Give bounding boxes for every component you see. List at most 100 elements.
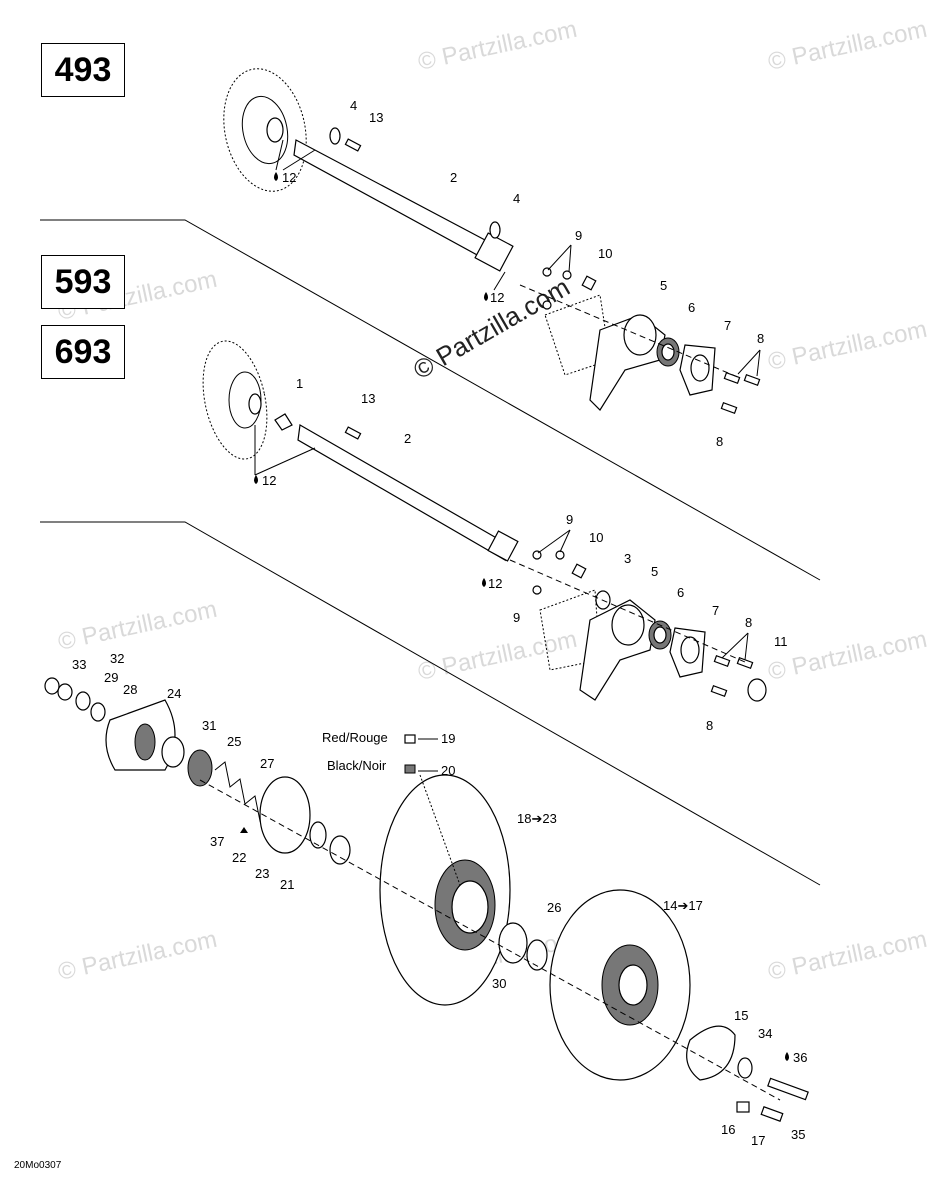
watermark-text: © Partzilla.com (416, 16, 580, 76)
callout-number: 31 (202, 718, 216, 733)
callout-number: 8 (745, 615, 752, 630)
callout-number: 6 (677, 585, 684, 600)
oil-drop-icon (484, 292, 488, 301)
callout-number: 26 (547, 900, 561, 915)
watermark-text: © Partzilla.com (416, 626, 580, 686)
diagram-code: 20Mo0307 (14, 1160, 62, 1171)
watermark-text: © Partzilla.com (56, 596, 220, 656)
callout-number: 29 (104, 670, 118, 685)
watermark-text: © Partzilla.com (766, 926, 927, 986)
callout-number: 12 (488, 576, 502, 591)
section-divider-2 (40, 521, 821, 886)
bushing-25 (187, 749, 213, 787)
washer-34 (737, 1057, 753, 1079)
driven-pulley-assembly (44, 677, 809, 1122)
callout-number: 27 (260, 756, 274, 771)
grease-drop-37 (240, 827, 248, 833)
callout-number: 15 (734, 1008, 748, 1023)
washer-30 (526, 939, 548, 971)
callout-number: 36 (793, 1050, 807, 1065)
callout-number: 28 (123, 682, 137, 697)
o-ring-4a (329, 127, 341, 145)
assembly-493 (223, 68, 761, 414)
ring-23 (309, 821, 327, 849)
callout-number: 37 (210, 834, 224, 849)
callout-labels-top: 4 13 12 2 4 9 10 12 5 6 7 8 8 (275, 98, 764, 449)
model-box-693: 693 (41, 325, 125, 379)
callout-number: 2 (450, 170, 457, 185)
gear-outline (223, 68, 307, 192)
callout-number: 22 (232, 850, 246, 865)
section-divider-1 (40, 219, 821, 581)
callout-number: 12 (490, 290, 504, 305)
callout-number: 12 (262, 473, 276, 488)
red-weight-label: Red/Rouge (322, 730, 388, 745)
callout-number: 32 (110, 651, 124, 666)
callout-number: 8 (716, 434, 723, 449)
black-weight-label: Black/Noir (327, 758, 387, 773)
callout-number: 18➔23 (517, 811, 557, 826)
oil-drop-icon (482, 578, 486, 587)
ring-31 (161, 736, 185, 768)
watermark-text: © Partzilla.com (766, 316, 927, 376)
cover-15 (686, 1025, 736, 1081)
callout-number: 11 (774, 634, 788, 649)
callout-number: 9 (566, 512, 573, 527)
clip-16 (736, 1101, 750, 1113)
black-weight-20 (404, 764, 416, 774)
key-13b (344, 426, 362, 440)
callout-labels-middle: 1 13 2 12 9 10 12 3 5 6 7 8 9 11 8 (254, 376, 788, 733)
callout-number: 16 (721, 1122, 735, 1137)
callout-number: 4 (350, 98, 357, 113)
oil-drop-icon (785, 1052, 789, 1061)
callout-number: 35 (791, 1127, 805, 1142)
callout-number: 23 (255, 866, 269, 881)
key-13a (344, 138, 362, 152)
callout-number: 7 (712, 603, 719, 618)
callout-number: 33 (72, 657, 86, 672)
callout-number: 14➔17 (663, 898, 703, 913)
callout-number: 19 (441, 731, 455, 746)
gear-outline-mid (202, 340, 268, 460)
callout-number: 5 (651, 564, 658, 579)
oil-drop-icon (274, 172, 278, 181)
callout-number: 20 (441, 763, 455, 778)
washer-26 (498, 922, 528, 964)
callout-number: 4 (513, 191, 520, 206)
callout-number: 34 (758, 1026, 772, 1041)
callout-number: 25 (227, 734, 241, 749)
callout-number: 1 (296, 376, 303, 391)
watermark-text: © Partzilla.com (766, 16, 927, 76)
callout-number: 2 (404, 431, 411, 446)
callout-number: 24 (167, 686, 181, 701)
callout-number: 13 (369, 110, 383, 125)
watermark-text: © Partzilla.com (766, 626, 927, 686)
callout-number: 12 (282, 170, 296, 185)
cover-22 (259, 776, 311, 854)
callout-number: 3 (624, 551, 631, 566)
callout-number: 10 (589, 530, 603, 545)
spacer-1 (274, 413, 293, 431)
callout-number: 9 (513, 610, 520, 625)
o-ring-4b (489, 221, 501, 239)
callout-number: 6 (688, 300, 695, 315)
bolt-35 (767, 1077, 809, 1101)
callout-number: 17 (751, 1133, 765, 1148)
oil-drop-icon (254, 475, 258, 484)
callout-labels-bottom: 33 32 29 28 24 31 25 27 19 20 37 22 23 2… (72, 651, 807, 1148)
callout-number: 9 (575, 228, 582, 243)
oil-drop-icons (254, 172, 789, 1061)
watermark-text: © Partzilla.com (56, 926, 220, 986)
bolt-17 (760, 1106, 784, 1122)
red-weight-19 (404, 734, 416, 744)
driven-shaft-mid (297, 424, 506, 562)
model-box-593: 593 (41, 255, 125, 309)
driven-shaft-top (293, 139, 491, 264)
bushing-21 (329, 835, 351, 865)
callout-number: 5 (660, 278, 667, 293)
callout-number: 10 (598, 246, 612, 261)
callout-number: 30 (492, 976, 506, 991)
model-box-493: 493 (41, 43, 125, 97)
ring-11 (747, 678, 767, 702)
